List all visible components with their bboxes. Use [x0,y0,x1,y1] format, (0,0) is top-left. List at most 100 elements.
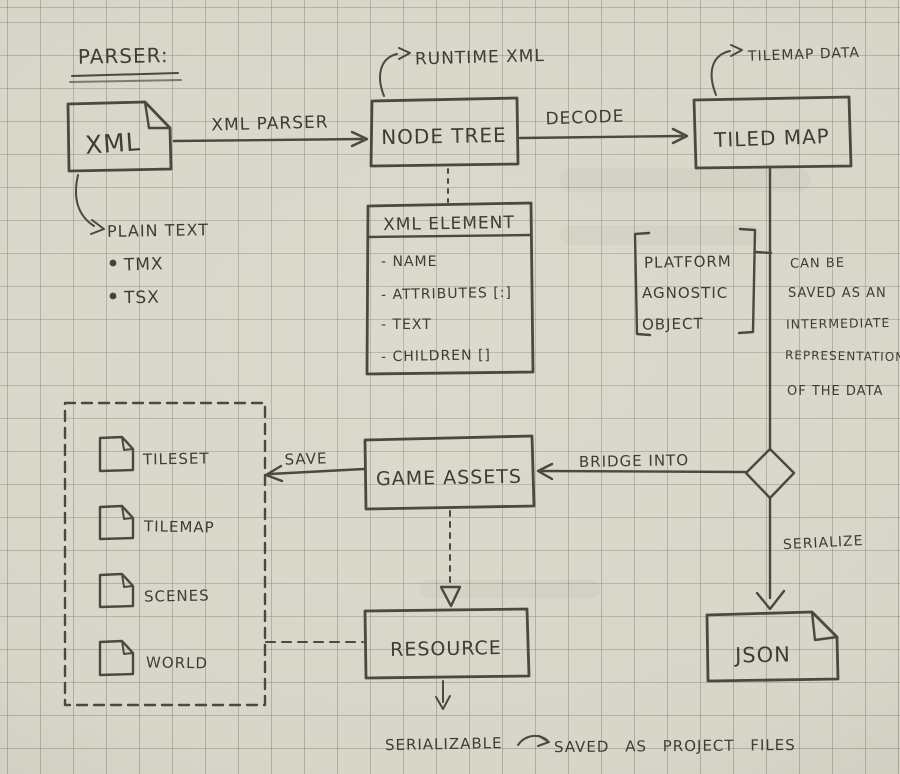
node-xml-element: XML ELEMENT - NAME - ATTRIBUTES [:] - TE… [365,201,535,376]
annotation-platform-agnostic: PLATFORM AGNOSTIC OBJECT [633,227,773,337]
file-icon-fold [121,640,134,655]
file-icon [98,639,135,677]
resource-box [363,607,531,680]
bullet-dot-icon [109,292,117,300]
edge-xml-to-nodetree: XML PARSER [172,112,369,148]
resource-output-arrowhead-icon [435,695,451,710]
xml-parser-edge-label: XML PARSER [211,112,329,135]
annotation-plain-text: PLAIN TEXT TMX TSX [75,174,209,309]
plain-text-curve-arrow [75,174,95,227]
game-assets-box [363,434,536,511]
format-tsx-label: TSX [123,288,160,309]
bridge-into-edge-label: BRIDGE INTO [579,451,689,471]
xml-parser-arrow-line [172,137,364,143]
serialize-arrowhead-icon [755,589,786,611]
plain-text-label: PLAIN TEXT [107,220,209,241]
xml-element-box [365,201,535,376]
project-file-label: WORLD [146,653,208,672]
json-node-label: JSON [733,643,791,668]
connector-gameassets-resource [439,510,462,608]
node-tree-box [369,96,520,168]
decode-arrow-line [518,134,684,140]
json-document-shape [705,610,840,683]
node-tree-label: NODE TREE [381,123,507,149]
platform-agnostic-line: PLATFORM [644,252,732,272]
project-file-label: TILESET [142,449,210,468]
platform-agnostic-line: OBJECT [642,315,704,334]
resource-label: RESOURCE [390,637,502,661]
file-icon-fold [121,505,134,520]
project-file-label: SCENES [144,586,210,605]
inheritance-triangle-icon [439,585,462,608]
bleed-through-smudge [560,168,810,192]
project-file-label: TILEMAP [143,517,215,536]
bracket-tick-connector [753,250,773,255]
decode-edge-label: DECODE [545,107,625,130]
title-underline-2 [69,79,182,83]
annotation-runtime-xml: RUNTIME XML [379,46,545,97]
xml-document-shape [66,100,173,173]
diagram-title-group: PARSER: [69,43,182,83]
footer-saved-as-label: SAVED AS PROJECT FILES [554,736,796,756]
xml-element-header-divider [367,233,533,239]
intermediate-note-line: REPRESENTATION [785,348,900,364]
file-icon [98,572,135,609]
edge-gameassets-to-files: SAVE [264,449,366,483]
edge-diamond-to-json: SERIALIZE [755,496,864,611]
intermediate-note-line: SAVED AS AN [788,286,887,301]
intermediate-note-line: CAN BE [790,256,845,272]
intermediate-note-line: INTERMEDIATE [786,315,891,332]
game-assets-label: GAME ASSETS [376,466,522,491]
bridge-into-arrowhead-icon [536,462,554,481]
xml-parser-arrowhead-icon [350,130,369,148]
footer-hook-arrowhead-icon [537,735,550,747]
node-tiled-map: TILED MAP [692,95,853,170]
file-icon-fold [121,573,134,588]
file-icon [98,504,135,541]
tiled-map-box [692,95,853,170]
title-underline [71,72,179,77]
format-tmx-label: TMX [123,254,164,275]
runtime-xml-arrowhead-icon [398,47,411,60]
node-resource: RESOURCE [363,607,531,680]
plain-text-arrowhead-icon [90,219,105,235]
left-bracket-icon [633,231,652,337]
node-node-tree: NODE TREE [369,96,520,168]
tilemap-data-arrowhead-icon [730,44,743,57]
edge-diamond-to-gameassets: BRIDGE INTO [536,451,748,481]
save-arrow-line [268,467,366,476]
xml-element-field: - NAME [381,254,437,270]
file-icon-fold [121,436,134,451]
json-document-fold-icon [810,610,839,642]
diagram-title: PARSER: [78,43,169,69]
node-game-assets: GAME ASSETS [363,434,536,511]
xml-element-field: - CHILDREN [] [381,347,491,365]
xml-element-field: - TEXT [381,317,432,333]
decode-arrowhead-icon [671,127,689,145]
annotation-tilemap-data: TILEMAP DATA [710,44,860,96]
xml-node-label: XML [84,127,142,160]
runtime-xml-label: RUNTIME XML [415,46,545,69]
save-edge-label: SAVE [284,449,327,468]
footer-note-group: SERIALIZABLE SAVED AS PROJECT FILES [385,680,796,756]
xml-document-fold-icon [143,100,172,130]
xml-element-field: - ATTRIBUTES [:] [381,285,512,303]
node-xml-document: XML [66,100,173,173]
platform-agnostic-line: AGNOSTIC [642,284,728,302]
annotation-intermediate-note: CAN BE SAVED AS AN INTERMEDIATE REPRESEN… [785,256,900,399]
edge-nodetree-to-tiledmap: DECODE [518,107,689,145]
project-files-dashed-box [63,401,267,707]
junction-diamond-icon [744,447,796,500]
footer-serializable-label: SERIALIZABLE [385,734,503,754]
intermediate-note-line: OF THE DATA [787,384,883,399]
bleed-through-smudge [560,225,760,245]
project-files-group: TILESET TILEMAP SCENES WORLD [63,401,267,707]
file-icon [98,435,135,473]
serialize-edge-label: SERIALIZE [783,533,864,553]
bridge-into-arrow-line [540,469,748,474]
right-bracket-icon [737,227,757,335]
tiled-map-label: TILED MAP [713,124,830,152]
bullet-dot-icon [109,259,117,267]
